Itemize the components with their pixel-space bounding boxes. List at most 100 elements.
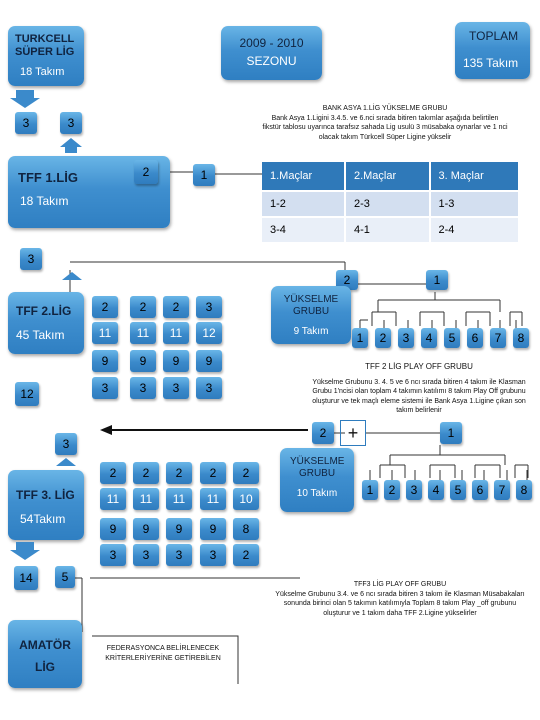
tff2-playoff-body: Yükselme Grubunu 3. 4. 5 ve 6 ncı sırada… — [312, 378, 526, 415]
tff2-playoff-title: TFF 2 LİG PLAY OFF GRUBU — [365, 362, 473, 371]
tff1-title: TFF 1.LİG — [18, 170, 78, 185]
tff3-group-cell: 2 — [233, 544, 259, 566]
tff3-down-arrow-icon — [16, 542, 34, 550]
tff3-group-cell: 9 — [100, 518, 126, 540]
fixture-header: 3. Maçlar — [429, 162, 521, 192]
tff2-promo-top-b: 1 — [426, 270, 448, 290]
tff3-bracket-team: 4 — [428, 480, 444, 500]
bank-asya-note: BANK ASYA 1.LİG YÜKSELME GRUBU Bank Asya… — [262, 104, 508, 142]
tff3-bracket-team: 3 — [406, 480, 422, 500]
tff3-group-cell: 9 — [133, 518, 159, 540]
tff3-bracket-team: 8 — [516, 480, 532, 500]
fixture-cell: 3-4 — [262, 217, 346, 244]
tff3-bracket-team: 2 — [384, 480, 400, 500]
tff3-bracket-team: 5 — [450, 480, 466, 500]
tff3-group-cell: 11 — [166, 488, 192, 510]
tff3-promotion-count: 10 Takım — [296, 488, 338, 499]
tff3-group-cell: 3 — [133, 544, 159, 566]
fixture-cell: 4-1 — [344, 217, 431, 244]
tff2-group-cell: 9 — [196, 350, 222, 372]
tff2-relegated: 12 — [15, 382, 39, 406]
tff1-count: 18 Takım — [20, 194, 69, 208]
tff3-up-arrow-icon — [56, 458, 76, 466]
tff2-group-cell: 2 — [163, 296, 189, 318]
tff2-group-cell: 2 — [92, 296, 118, 318]
tff3-group-cell: 10 — [233, 488, 259, 510]
tff1-promoted: 3 — [60, 112, 82, 134]
fixture-header: 2.Maçlar — [344, 162, 431, 192]
tff3-group-cell: 3 — [100, 544, 126, 566]
tff3-group-cell: 3 — [166, 544, 192, 566]
down-arrow-head-icon — [10, 98, 40, 108]
tff3-group-cell: 11 — [200, 488, 226, 510]
fixture-cell: 1-2 — [262, 191, 346, 218]
tff2-bracket-team: 8 — [513, 328, 529, 348]
tff2-group-cell: 3 — [196, 377, 222, 399]
tff3-down-arrow-head-icon — [10, 550, 40, 560]
tff2-group-cell: 3 — [163, 377, 189, 399]
tff2-bracket-team: 7 — [490, 328, 506, 348]
tff2-playoff-note: TFF 2 LİG PLAY OFF GRUBU Yükselme Grubun… — [310, 362, 528, 416]
tff2-group-cell: 9 — [130, 350, 156, 372]
tff3-bracket-team: 1 — [362, 480, 378, 500]
total-box: TOPLAM 135 Takım — [455, 22, 530, 79]
up-arrow-icon — [60, 138, 82, 147]
tff2-group-cell: 12 — [196, 322, 222, 344]
tff2-promotion-box: YÜKSELME GRUBU 9 Takım — [271, 286, 351, 344]
tff2-group-cell: 9 — [92, 350, 118, 372]
transfer-arrow-head — [100, 425, 112, 435]
fixture-header: 1.Maçlar — [262, 162, 346, 192]
amator-box: AMATÖR LİG — [8, 620, 82, 688]
tff2-bracket-team: 2 — [375, 328, 391, 348]
tff1-square-a: 2 — [134, 160, 158, 184]
tff2-group-cell: 3 — [92, 377, 118, 399]
tff2-bracket-team: 3 — [398, 328, 414, 348]
fixture-table: 1.Maçlar 2.Maçlar 3. Maçlar 1-2 2-3 1-3 … — [262, 162, 521, 244]
tff1-relegated: 3 — [20, 248, 42, 270]
tff3-promotion-box: YÜKSELME GRUBU 10 Takım — [280, 448, 354, 512]
tff2-group-cell: 9 — [163, 350, 189, 372]
tff3-group-cell: 9 — [166, 518, 192, 540]
season-years: 2009 - 2010 — [239, 36, 304, 50]
tff3-group-cell: 11 — [133, 488, 159, 510]
tff2-title: TFF 2.LİG — [16, 304, 72, 318]
tff3-group-cell: 2 — [133, 462, 159, 484]
tff3-group-cell: 2 — [166, 462, 192, 484]
plus-icon: + — [340, 420, 366, 446]
plus-row-left: 2 — [312, 422, 334, 444]
tff3-group-cell: 11 — [100, 488, 126, 510]
tff3-title: TFF 3. LİG — [16, 488, 75, 502]
season-label: SEZONU — [246, 54, 297, 68]
fixture-cell: 1-3 — [429, 191, 521, 218]
tff3-bracket-team: 6 — [472, 480, 488, 500]
tff1-square-b: 1 — [193, 164, 215, 186]
tff3-group-cell: 3 — [200, 544, 226, 566]
super-lig-relegated: 3 — [15, 112, 37, 134]
tff3-count: 54Takım — [20, 512, 66, 526]
tff2-box: TFF 2.LİG 45 Takım — [8, 292, 84, 354]
tff2-bracket-team: 5 — [444, 328, 460, 348]
tff2-bracket-team: 1 — [352, 328, 368, 348]
fixture-cell: 2-4 — [429, 217, 521, 244]
tff3-relegated: 14 — [14, 566, 38, 590]
tff3-playoff-body: Yükselme Grubunu 3.4. ve 6 ncı sırada bi… — [275, 590, 525, 617]
down-arrow-icon — [16, 90, 34, 98]
bank-asya-note-title: BANK ASYA 1.LİG YÜKSELME GRUBU — [322, 105, 448, 112]
federasyon-note: FEDERASYONCA BELİRLENECEK KRİTERLERİYERİ… — [105, 645, 221, 662]
tff3-group-cell: 2 — [200, 462, 226, 484]
tff2-group-cell: 3 — [130, 377, 156, 399]
super-lig-box: TURKCELL SÜPER LİG 18 Takım — [8, 26, 84, 86]
fixture-row: 1-2 2-3 1-3 — [262, 191, 521, 218]
tff2-group-cell: 2 — [130, 296, 156, 318]
amator-title: AMATÖR LİG — [19, 638, 71, 674]
fixture-cell: 2-3 — [344, 191, 431, 218]
super-lig-count: 18 Takım — [20, 66, 65, 78]
tff2-bracket-team: 4 — [421, 328, 437, 348]
tff2-group-cell: 11 — [163, 322, 189, 344]
tff3-promoted: 3 — [55, 433, 77, 455]
tff2-promotion-title: YÜKSELME GRUBU — [283, 294, 339, 317]
tff3-box: TFF 3. LİG 54Takım — [8, 470, 84, 540]
tff3-playoff-note: TFF3 LİG PLAY OFF GRUBU Yükselme Grubunu… — [272, 580, 528, 618]
tff3-playoff-title: TFF3 LİG PLAY OFF GRUBU — [353, 581, 447, 588]
tff3-group-cell: 8 — [233, 518, 259, 540]
